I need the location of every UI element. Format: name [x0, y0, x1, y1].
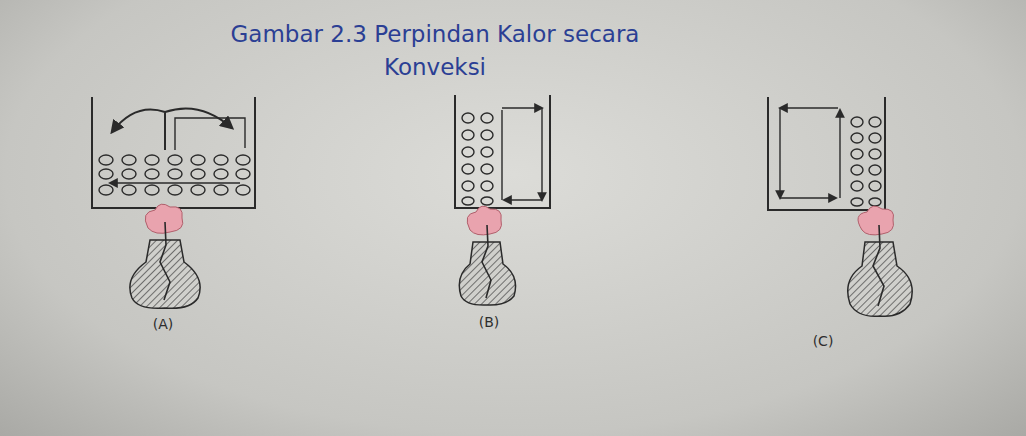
figure-label: (B): [479, 314, 500, 330]
burner: [130, 240, 912, 316]
beaker-a: [92, 97, 255, 208]
figure-label: (A): [153, 316, 174, 332]
figure-title: Gambar 2.3 Perpindan Kalor secara Konvek…: [200, 18, 670, 85]
beaker-b: [455, 95, 550, 208]
beaker-c: [768, 97, 885, 210]
figure-label: (C): [813, 333, 834, 349]
flame: [145, 204, 893, 235]
wick: [160, 222, 884, 306]
